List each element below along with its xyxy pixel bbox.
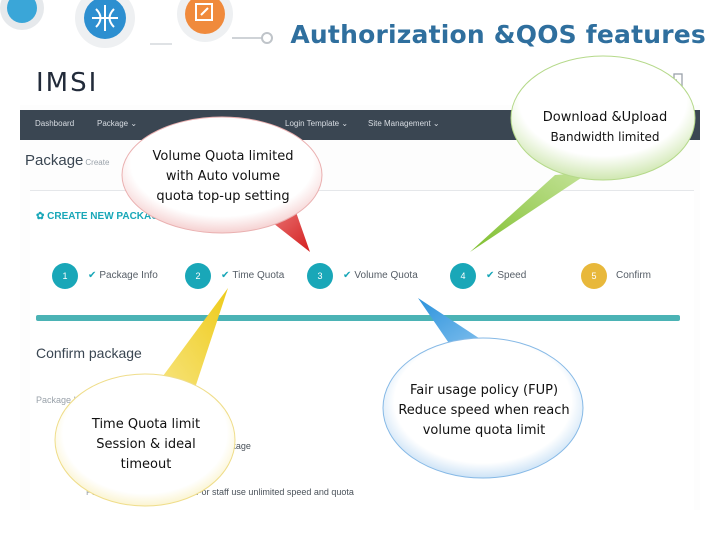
confirm-package-heading: Confirm package	[36, 345, 142, 361]
check-icon: ✔	[343, 270, 352, 281]
step-4-label[interactable]: ✔Speed	[486, 270, 527, 281]
package-description-label: Package Description	[86, 487, 169, 497]
logout-icon[interactable]	[668, 72, 684, 88]
step-5-circle[interactable]: 5	[581, 263, 607, 289]
app-header: IMSI	[20, 60, 700, 105]
wizard-progress-bar	[36, 315, 680, 321]
nav-site-management[interactable]: Site Management ⌄	[368, 119, 440, 128]
callout-fup-text: Fair usage policy (FUP) Reduce speed whe…	[398, 383, 570, 439]
check-icon: ✔	[486, 270, 495, 281]
step-4-circle[interactable]: 4	[450, 263, 476, 289]
step-1-label[interactable]: ✔Package Info	[88, 270, 158, 281]
step-2-label[interactable]: ✔Time Quota	[221, 270, 285, 281]
step-2-circle[interactable]: 2	[185, 263, 211, 289]
nav-package[interactable]: Package ⌄	[97, 119, 138, 128]
step-3-circle[interactable]: 3	[307, 263, 333, 289]
check-icon: ✔	[221, 270, 230, 281]
nav-login-template[interactable]: Login Template ⌄	[285, 119, 349, 128]
callout-volume-text: Volume Quota limited with Auto volume qu…	[152, 149, 294, 205]
step-1-circle[interactable]: 1	[52, 263, 78, 289]
step-3-label[interactable]: ✔Volume Quota	[343, 270, 418, 281]
package-info-label: Package Info	[36, 395, 89, 405]
create-package-title: ✿ CREATE NEW PACKAGE	[36, 211, 166, 222]
check-icon: ✔	[88, 270, 97, 281]
slide-title: Authorization &QOS features	[290, 20, 706, 49]
callout-download-text: Download &Upload Bandwidth limited	[542, 110, 668, 145]
app-logo: IMSI	[36, 68, 99, 98]
callout-time-text: Time Quota limit Session & ideal timeout	[91, 417, 201, 473]
page-subtitle: Create	[85, 158, 110, 167]
header-decoration	[0, 0, 273, 48]
step-5-label[interactable]: Confirm	[616, 270, 652, 281]
nav-dashboard[interactable]: Dashboard	[35, 119, 75, 128]
package-description-value: For staff use unlimited speed and quota	[196, 487, 354, 497]
